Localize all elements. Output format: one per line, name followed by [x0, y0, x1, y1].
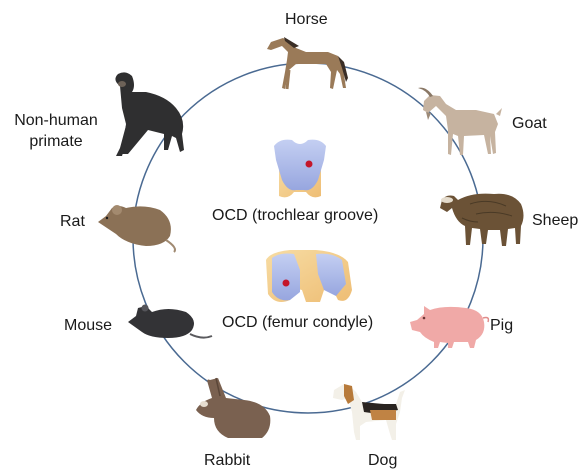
primate-label-line1: Non-human — [10, 111, 102, 130]
dog-icon — [333, 384, 405, 440]
cycle-ring — [133, 63, 483, 413]
goat-icon — [418, 88, 502, 155]
pig-label: Pig — [490, 316, 513, 335]
pig-icon — [410, 306, 488, 348]
horse-icon — [267, 37, 348, 89]
femur-condyle-icon — [266, 250, 352, 302]
condyle-caption: OCD (femur condyle) — [222, 314, 373, 332]
horse-label: Horse — [285, 10, 328, 29]
dog-label: Dog — [368, 451, 397, 470]
rat-label: Rat — [60, 212, 85, 231]
trochlear-groove-icon — [274, 140, 326, 198]
goat-label: Goat — [512, 114, 547, 133]
primate-label-line2: primate — [10, 132, 102, 151]
primate-icon — [115, 72, 184, 156]
trochlear-caption: OCD (trochlear groove) — [212, 207, 378, 225]
sheep-icon — [440, 194, 524, 246]
rat-icon — [98, 205, 175, 252]
mouse-label: Mouse — [64, 316, 112, 335]
mouse-icon — [128, 305, 212, 339]
sheep-label: Sheep — [532, 211, 578, 230]
rabbit-label: Rabbit — [204, 451, 250, 470]
rabbit-icon — [196, 378, 270, 438]
